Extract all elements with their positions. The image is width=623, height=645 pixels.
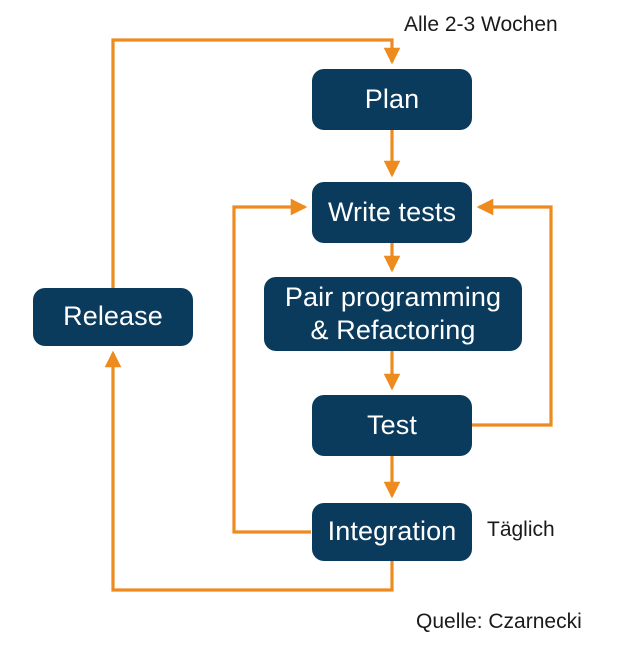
node-write-tests[interactable]: Write tests [312, 182, 472, 243]
node-pair-programming-line2: & Refactoring [310, 315, 476, 345]
node-test-label: Test [367, 409, 417, 440]
node-pair-programming-label: Pair programming & Refactoring [285, 281, 501, 347]
node-test[interactable]: Test [312, 395, 472, 456]
node-plan[interactable]: Plan [312, 69, 472, 130]
label-inner-cadence: Täglich [487, 518, 555, 541]
edge-integration-to-release [104, 350, 394, 592]
label-outer-cadence: Alle 2-3 Wochen [404, 13, 558, 36]
node-release[interactable]: Release [33, 288, 193, 346]
node-pair-programming-line1: Pair programming [284, 282, 502, 313]
node-write-tests-label: Write tests [327, 196, 457, 227]
node-pair-programming[interactable]: Pair programming & Refactoring [264, 277, 522, 351]
label-source-attribution: Quelle: Czarnecki [416, 610, 582, 633]
edge-integration-to-write-tests [232, 198, 311, 534]
node-integration[interactable]: Integration [312, 503, 472, 561]
node-integration-label: Integration [327, 516, 457, 547]
edge-test-to-write-tests [472, 198, 553, 427]
node-plan-label: Plan [364, 83, 420, 114]
edge-release-to-plan [111, 38, 401, 288]
node-release-label: Release [63, 301, 163, 332]
